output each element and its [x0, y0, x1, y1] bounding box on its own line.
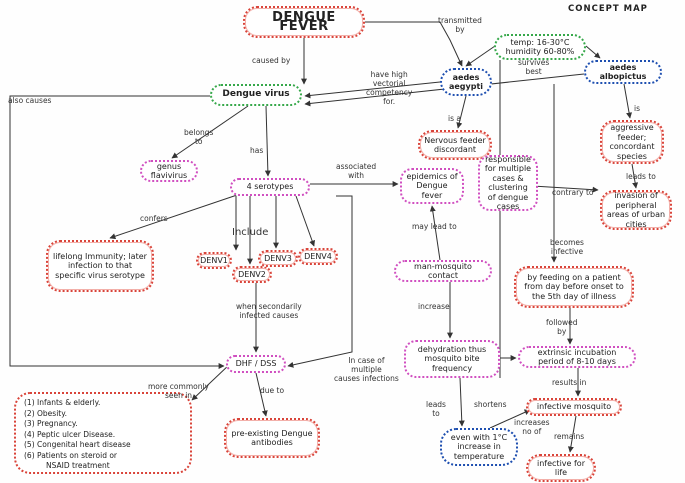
connector-line — [287, 195, 353, 368]
label-vectorial-competency: have high vectorial competency for. — [366, 70, 413, 106]
label-associated-with: associated with — [336, 162, 377, 180]
risk-group-item: (4) Peptic ulcer Disease. — [24, 429, 116, 439]
connector-line — [109, 193, 241, 240]
label-increase: increase — [418, 302, 450, 311]
node-invasion-peripheral: invasion of peripheral areas of urban ci… — [600, 190, 672, 230]
label-secondarily-infected: when secondarily infected causes — [236, 302, 302, 320]
node-denv4: DENV4 — [298, 248, 338, 265]
risk-group-item: (3) Pregnancy. — [24, 419, 78, 428]
node-aedes-aegypti: aedes aegypti — [440, 68, 492, 96]
connector-line — [9, 95, 225, 369]
connector-line — [585, 45, 601, 59]
label-increases-number: increases no of — [514, 418, 550, 436]
node-dehydration: dehydration thus mosquito bite frequency — [404, 340, 500, 378]
label-leads-to-invasion: leads to — [626, 172, 656, 181]
node-nervous-feeder: Nervous feeder discordant — [418, 130, 492, 160]
connector-line — [365, 21, 463, 67]
label-contrary-to: contrary to — [552, 188, 594, 197]
label-followed-by: followed by — [546, 318, 578, 336]
risk-group-item: NSAID treatment — [46, 461, 110, 470]
node-epidemics: epidemics of Dengue fever — [400, 168, 464, 204]
label-results-in: results in — [552, 378, 587, 387]
label-becomes-infective: becomes infective — [550, 238, 584, 256]
connector-line — [489, 409, 531, 429]
node-lifelong-immunity: lifelong Immunity; later infection to th… — [46, 240, 154, 292]
connector-line — [295, 195, 315, 247]
risk-group-item: (2) Obesity. — [24, 408, 67, 418]
connector-line — [458, 377, 465, 427]
node-aggressive-feeder: aggressive feeder; concordant species — [600, 120, 664, 164]
node-dhf-dss: DHF / DSS — [226, 355, 286, 373]
node-dengue-virus: Dengue virus — [210, 84, 302, 106]
connector-line — [191, 363, 231, 401]
connector-line — [171, 105, 249, 159]
label-due-to: due to — [260, 386, 285, 395]
label-caused-by: caused by — [252, 56, 291, 65]
risk-group-item: (5) Congenital heart disease — [24, 440, 131, 449]
node-aedes-albopictus: aedes albopictus — [584, 60, 662, 84]
label-more-commonly-seen: more commonly seen in — [148, 382, 209, 400]
node-denv3: DENV3 — [258, 250, 298, 267]
connector-line — [255, 372, 268, 417]
risk-group-item: (1) Infants & elderly. — [24, 398, 101, 407]
label-has: has — [250, 146, 264, 155]
label-include: Include — [232, 227, 269, 238]
label-transmitted-by: transmitted by — [438, 16, 482, 34]
node-man-mosquito-contact: man-mosquito contact — [394, 260, 492, 282]
label-survives-best: survives best — [518, 58, 550, 76]
label-remains: remains — [554, 432, 585, 441]
label-confers: confers — [140, 214, 168, 223]
node-dengue-fever: DENGUE FEVER — [243, 6, 365, 38]
node-temperature-humidity: temp: 16-30°C humidity 60-80% — [494, 34, 586, 60]
node-pre-existing-antibodies: pre-existing Dengue antibodies — [224, 418, 320, 458]
connector-line — [567, 415, 577, 453]
node-feeding-on-patient: by feeding on a patient from day before … — [514, 266, 634, 308]
label-shortens: shortens — [474, 400, 507, 409]
connector-line — [465, 45, 496, 67]
label-multiple-infections: In case of multiple causes infections — [334, 356, 399, 383]
label-is: is — [634, 104, 640, 113]
node-denv1: DENV1 — [196, 252, 232, 269]
label-may-lead-to: may lead to — [412, 222, 457, 231]
node-infective-for-life: infective for life — [526, 454, 596, 482]
connector-line — [631, 163, 639, 189]
label-belongs-to: belongs to — [184, 128, 214, 146]
risk-group-item: (6) Patients on steroid or — [24, 450, 118, 460]
node-infective-mosquito: infective mosquito — [526, 398, 622, 416]
connector-line — [304, 81, 441, 99]
connector-line — [429, 205, 441, 261]
node-four-serotypes: 4 serotypes — [230, 178, 310, 196]
connector-line — [456, 95, 467, 129]
map-heading: CONCEPT MAP — [568, 4, 648, 14]
connector-line — [623, 83, 633, 119]
node-responsible-clustering: responsible for multiple cases & cluster… — [478, 155, 538, 211]
label-leads-to-dehydration: leads to — [426, 400, 446, 418]
label-is-a: is a — [448, 114, 461, 123]
node-extrinsic-incubation: extrinsic incubation period of 8-10 days — [518, 346, 636, 368]
label-also-causes: also causes — [8, 96, 52, 105]
node-risk-groups: (1) Infants & elderly.(2) Obesity.(3) Pr… — [14, 392, 192, 474]
node-denv2: DENV2 — [232, 266, 272, 283]
node-genus-flavivirus: genus flavivirus — [140, 160, 198, 182]
connector-line — [264, 105, 271, 177]
node-temperature-increase: even with 1°C increase in temperature — [440, 428, 518, 466]
